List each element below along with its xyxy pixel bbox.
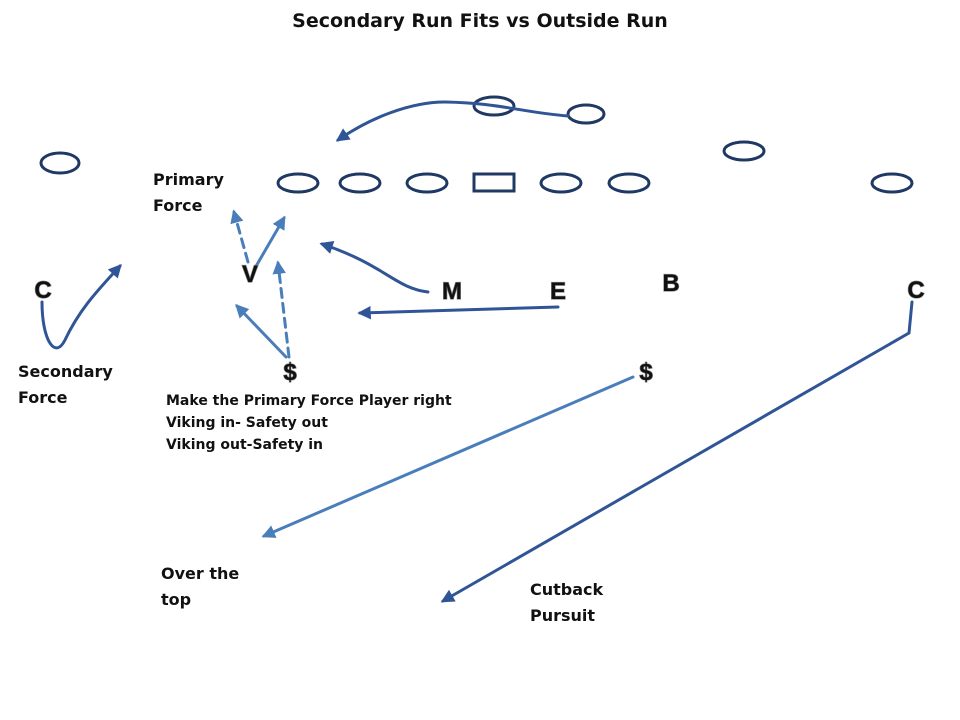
wingback-oval [722,140,766,162]
run-path-arrow [335,100,570,142]
backfield-oval [566,103,606,125]
cutback-pursuit-line1: Cutback [530,580,604,599]
note-line2: Viking in- Safety out [166,415,328,431]
cutback-pursuit-path [440,300,914,603]
primary-force-line1: Primary [153,170,224,189]
assignment-note: Make the Primary Force Player right Viki… [166,393,457,453]
safety-left: $ [283,359,297,386]
note-line1: Make the Primary Force Player right [166,393,452,409]
diagram-title: Secondary Run Fits vs Outside Run [292,10,668,32]
note-line3: Viking out-Safety in [166,437,323,453]
buck-linebacker: B [662,270,679,297]
safety-alt-path [272,260,291,359]
primary-force-label: Primary Force [153,170,229,215]
viking-alt-path [230,209,250,264]
offensive-player-oval [870,172,914,194]
cutback-pursuit-label: Cutback Pursuit [530,580,609,625]
corner-left: C [34,277,51,304]
primary-force-line2: Force [153,196,203,215]
viking: V [242,261,258,288]
end-pursuit-path [357,305,560,320]
corner-right: C [907,277,924,304]
offensive-player-oval [539,172,583,194]
mike-fit-path [319,241,430,294]
center-square [472,172,516,193]
offensive-line [276,172,914,194]
offensive-player-oval [607,172,651,194]
receiver-left-oval [39,151,81,175]
over-the-top-label: Over the top [161,564,245,609]
secondary-force-label: Secondary Force [18,362,118,407]
corner-secondary-force-path [40,264,122,350]
safety-alley-path [235,304,288,359]
over-the-top-path [261,375,635,538]
offensive-player-oval [338,172,382,194]
secondary-force-line2: Force [18,388,68,407]
safety-right: $ [639,359,653,386]
offensive-player-oval [405,172,449,194]
offensive-player-oval [276,172,320,194]
end: E [550,278,566,305]
over-the-top-line2: top [161,590,191,609]
cutback-pursuit-line2: Pursuit [530,606,595,625]
mike-linebacker: M [442,278,462,305]
secondary-force-line1: Secondary [18,362,113,381]
viking-force-path [253,215,286,270]
over-the-top-line1: Over the [161,564,239,583]
